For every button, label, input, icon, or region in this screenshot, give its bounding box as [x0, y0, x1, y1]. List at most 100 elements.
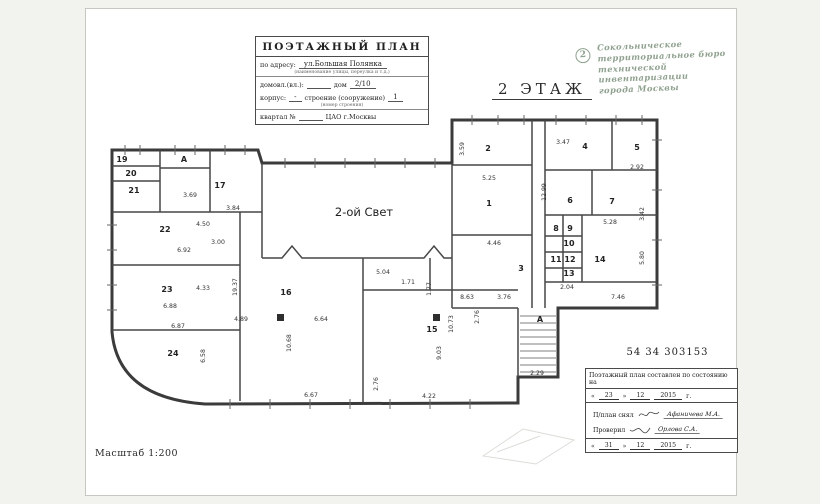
house-blank — [306, 81, 331, 89]
dimension-label: 3.84 — [226, 205, 240, 212]
dimension-label: 5.80 — [639, 251, 646, 265]
footer-block: Поэтажный план составлен по состоянию на… — [585, 368, 738, 453]
room-number-label: 24 — [167, 349, 179, 358]
footer-date-2: « 31 » 12 2015 г. — [586, 439, 737, 452]
atrium-bay-wall — [262, 244, 452, 259]
dimension-label: 2.04 — [560, 284, 574, 291]
dimension-label: 3.00 — [211, 239, 225, 246]
kvartal-row: квартал № ЦАО г.Москвы — [256, 110, 428, 124]
room-number-label: 5 — [634, 143, 640, 152]
dimension-label: 3.59 — [459, 142, 466, 156]
date2-month: 12 — [630, 442, 651, 450]
dimension-label: 10.73 — [448, 315, 455, 333]
surveyor-name: Афаничева М.А. — [663, 411, 724, 419]
quote-close: » — [622, 443, 627, 450]
dimension-label: 10.68 — [286, 334, 293, 352]
building-row: корпус: - строение (сооружение) 1 — [256, 90, 428, 103]
stroenie-label: строение (сооружение) — [304, 94, 386, 102]
stair-treads — [520, 315, 556, 373]
dimension-label: 4.89 — [234, 316, 248, 323]
dimension-label: 5.04 — [376, 269, 390, 276]
dimension-label: 3.76 — [497, 294, 511, 301]
scale-label: Масштаб 1:200 — [95, 448, 179, 459]
floor-title: 2 ЭТАЖ — [492, 80, 592, 100]
address-row: по адресу: ул.Большая Полянка — [256, 57, 428, 70]
dimension-label: 3.42 — [639, 207, 646, 221]
dimension-label: 2.29 — [530, 370, 544, 377]
room-number-label: 21 — [128, 186, 140, 195]
address-caption: (наименование улицы, переулка и т.д.) — [256, 70, 428, 77]
room-number-label: 6 — [567, 196, 573, 205]
dimension-label: 5.28 — [603, 219, 617, 226]
room-number-label: 12 — [564, 255, 575, 264]
kvartal-blank — [298, 113, 323, 121]
room-number-label: 4 — [582, 142, 588, 151]
dimension-label: 4.46 — [487, 240, 501, 247]
room-number-label: 22 — [159, 225, 170, 234]
dimension-label: 5.25 — [482, 175, 496, 182]
dimension-label: 12.99 — [541, 183, 548, 201]
dimension-label: 6.58 — [200, 349, 207, 363]
checker-row: Проверил Орлова С.А. — [589, 421, 734, 436]
dimension-label: 9.03 — [436, 346, 443, 360]
room-number-label: 17 — [214, 181, 225, 190]
date2-year-suffix: г. — [686, 443, 692, 450]
signature-scribble — [629, 427, 651, 434]
room-number-label: 2 — [485, 144, 491, 153]
column-mark — [433, 314, 440, 321]
plan-title: ПОЭТАЖНЫЙ ПЛАН — [256, 37, 428, 57]
korpus-label: корпус: — [260, 94, 287, 102]
room-number-label: 19 — [116, 155, 128, 164]
footer-date-1: « 23 » 12 2015 г. — [586, 389, 737, 403]
dimension-label: 6.92 — [177, 247, 191, 254]
date2-year: 2015 — [654, 442, 683, 450]
dimension-label: 4.33 — [196, 285, 210, 292]
date1-month: 12 — [630, 392, 651, 400]
document-number: 54 34 303153 — [626, 347, 709, 358]
address-value: ул.Большая Полянка — [298, 60, 387, 69]
dimension-label: 6.64 — [314, 316, 328, 323]
room-number-label: 14 — [594, 255, 606, 264]
house-row: домовл.(вл.): дом 2/10 — [256, 77, 428, 90]
dimension-label: 8.63 — [460, 294, 474, 301]
quote-open: « — [591, 393, 595, 400]
room-number-label: 16 — [280, 288, 292, 297]
column-mark — [277, 314, 284, 321]
dimension-label: 2.76 — [474, 310, 481, 324]
dimension-label: 19.37 — [232, 278, 239, 296]
room-number-label: А — [537, 315, 544, 324]
address-label: по адресу: — [260, 61, 296, 69]
quote-open: « — [591, 443, 595, 450]
bti-stamp: 2 Сокольническое территориальное бюро те… — [571, 36, 739, 97]
room-number-label: 15 — [426, 325, 438, 334]
korpus-value: - — [289, 93, 302, 102]
dimension-label: 4.50 — [196, 221, 210, 228]
dimension-label: 3.47 — [556, 139, 570, 146]
window-ticks — [107, 115, 662, 409]
room-number-label: 11 — [550, 255, 562, 264]
date2-day: 31 — [598, 442, 619, 450]
room-number-label: 7 — [609, 197, 615, 206]
checker-name: Орлова С.А. — [654, 426, 701, 434]
house-value: 2/10 — [349, 80, 376, 89]
room-number-label: 10 — [563, 239, 575, 248]
room-number-label: 13 — [563, 269, 574, 278]
dimension-label: 2.76 — [373, 377, 380, 391]
dimension-label: 4.22 — [422, 393, 436, 400]
dimension-label: 2.92 — [630, 164, 644, 171]
dimension-label: 3.69 — [183, 192, 197, 199]
signatures-section: П/план снял Афаничева М.А. Проверил Орло… — [586, 403, 737, 439]
title-block: ПОЭТАЖНЫЙ ПЛАН по адресу: ул.Большая Пол… — [255, 36, 429, 125]
dimension-label: 6.67 — [304, 392, 318, 399]
signature-scribble — [638, 411, 660, 417]
date1-year-suffix: г. — [686, 393, 692, 400]
room-number-label: 23 — [161, 285, 172, 294]
room-number-label: 8 — [553, 224, 559, 233]
dimension-label: 1.71 — [401, 279, 415, 286]
room-number-label: А — [181, 155, 188, 164]
dimension-label: 6.87 — [171, 323, 185, 330]
dimension-label: 7.46 — [611, 294, 625, 301]
kvartal-label: квартал № — [260, 113, 296, 121]
